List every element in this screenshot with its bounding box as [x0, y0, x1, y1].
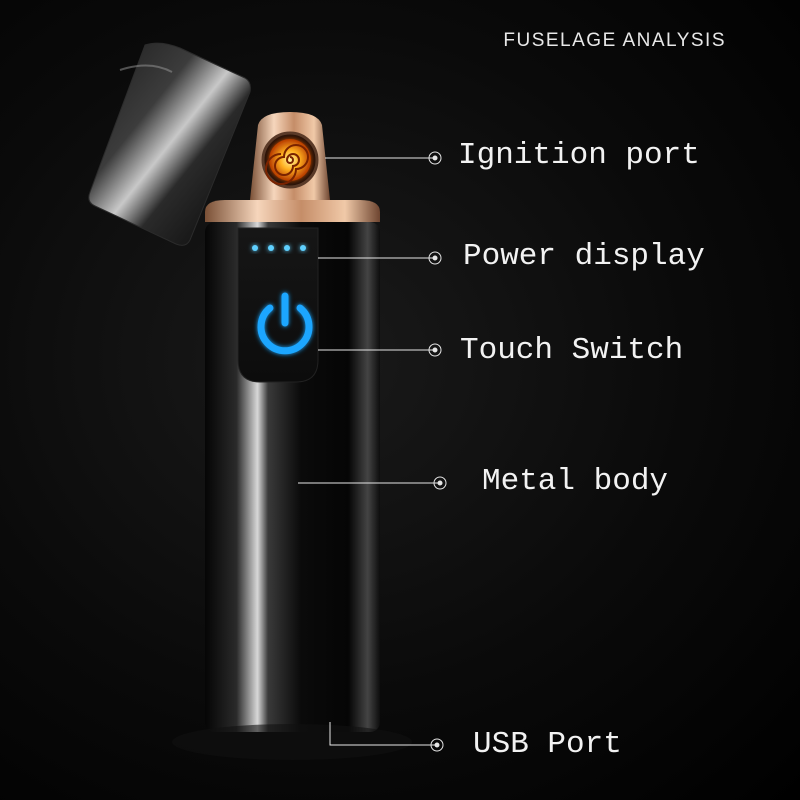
callout-metal-body: Metal body	[482, 464, 669, 499]
leader-lines	[298, 151, 447, 752]
callout-usb-port: USB Port	[473, 727, 622, 762]
power-dot	[252, 245, 258, 251]
lighter-cap	[88, 42, 251, 246]
callout-power-display: Power display	[463, 239, 705, 274]
power-dot	[268, 245, 274, 251]
lighter-body	[172, 222, 412, 760]
leader-line-usb	[329, 722, 437, 746]
page-title: FUSELAGE ANALYSIS	[503, 30, 726, 51]
ignition-head	[205, 112, 380, 222]
power-dot	[300, 245, 306, 251]
power-indicator	[252, 245, 306, 251]
ignition-coil-icon	[269, 139, 311, 181]
power-dot	[284, 245, 290, 251]
callout-ignition-port: Ignition port	[458, 138, 700, 173]
power-button-icon[interactable]	[257, 292, 313, 355]
callout-touch-switch: Touch Switch	[460, 333, 684, 368]
